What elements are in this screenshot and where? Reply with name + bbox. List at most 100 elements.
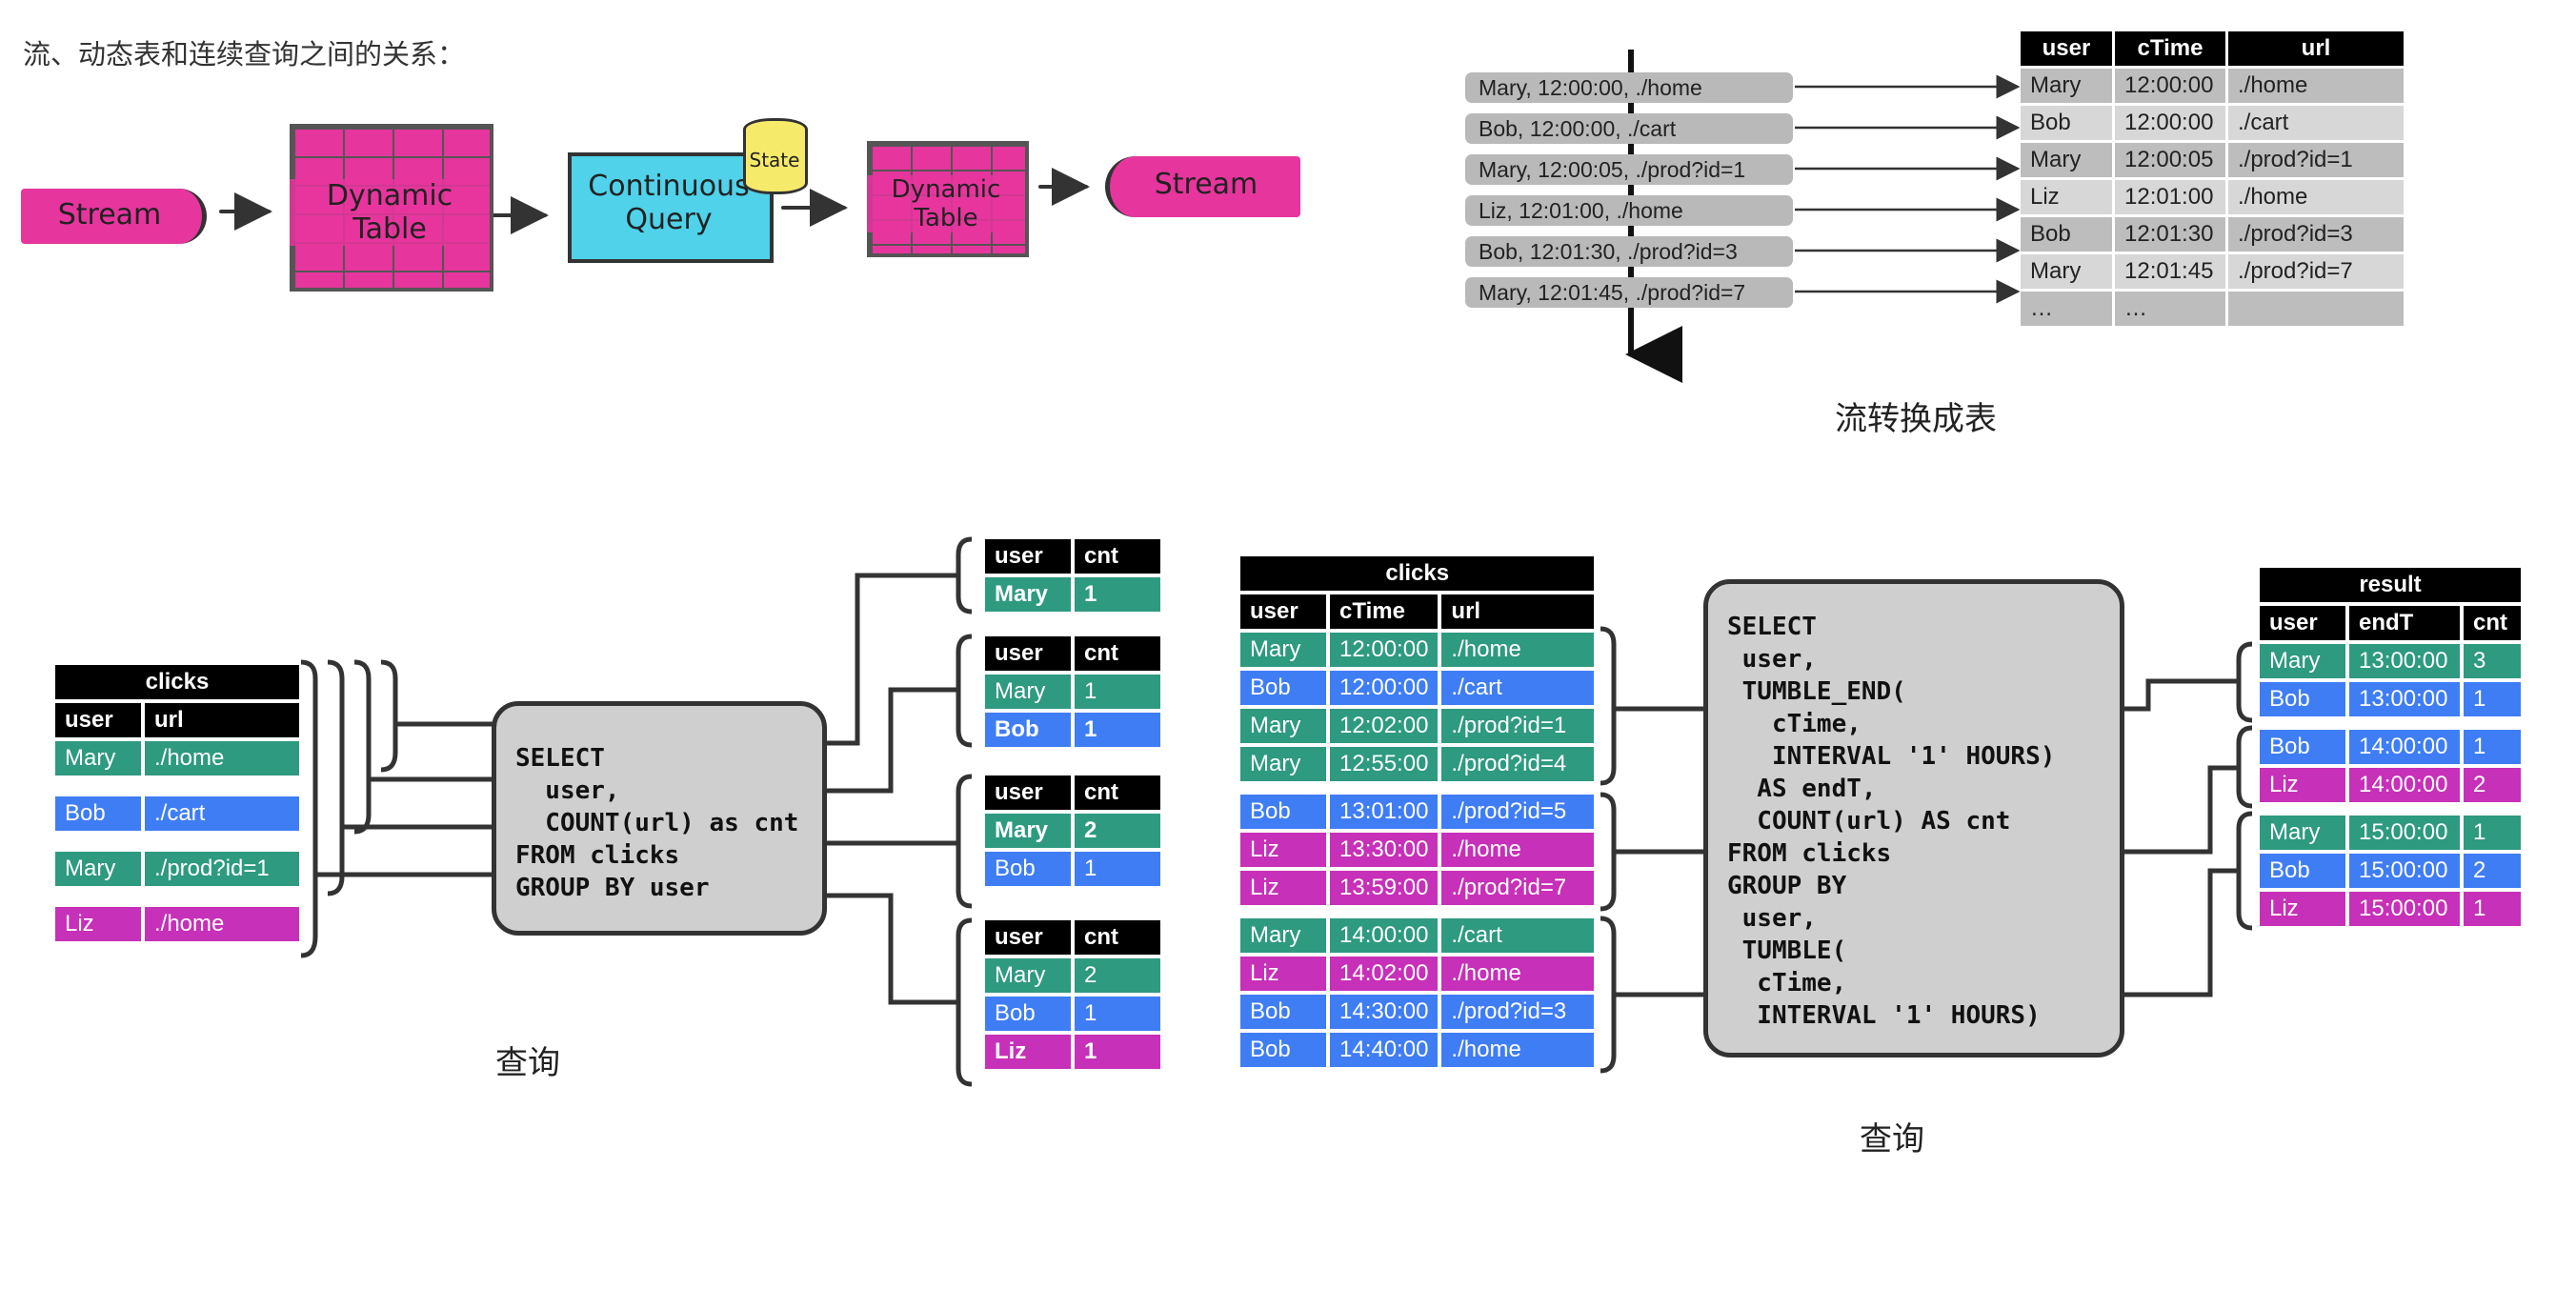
table-cell xyxy=(2260,806,2521,812)
table-cell: … xyxy=(2021,292,2112,326)
table-cell xyxy=(2228,292,2404,326)
table-cell: 12:00:00 xyxy=(1330,671,1439,705)
table-cell: Bob xyxy=(55,796,141,831)
table-cell: ./home xyxy=(1441,633,1595,667)
table-header-cell: cnt xyxy=(1075,920,1160,955)
table-cell: 1 xyxy=(2464,816,2521,850)
table-cell: 1 xyxy=(2464,892,2521,926)
table-cell: 1 xyxy=(2464,730,2521,764)
table-cell: 15:00:00 xyxy=(2349,892,2460,926)
table-cell: ./prod?id=1 xyxy=(1441,709,1595,743)
sketch-stream-out xyxy=(1105,156,1300,217)
sketch-stream-in xyxy=(21,189,207,244)
table-header-cell: url xyxy=(145,703,299,737)
table-cell: Liz xyxy=(2260,892,2345,926)
table-header-cell: user xyxy=(55,703,141,737)
table-cell: 12:01:45 xyxy=(2115,254,2225,289)
table-cell: 3 xyxy=(2464,644,2521,678)
table-cell: 13:59:00 xyxy=(1330,871,1439,905)
query2-caption: 查询 xyxy=(1860,1120,1924,1158)
table-cell: Bob xyxy=(1240,1033,1326,1067)
table-cell: Mary xyxy=(2021,69,2112,103)
stream-event: Bob, 12:00:00, ./cart xyxy=(1465,113,1793,144)
query1-sql-box: SELECT user, COUNT(url) as cnt FROM clic… xyxy=(492,701,827,936)
table-header-cell: result xyxy=(2260,568,2521,602)
sketch-state-label: State xyxy=(749,149,800,171)
table-cell: 15:00:00 xyxy=(2349,816,2460,850)
table-cell: ./prod?id=7 xyxy=(1441,871,1595,905)
table-cell: 1 xyxy=(1075,1035,1160,1069)
table-cell xyxy=(1240,785,1594,791)
table-cell: ./home xyxy=(2228,69,2404,103)
table-row: Bob./cart xyxy=(55,796,299,831)
table-cell: 2 xyxy=(2464,854,2521,888)
table-row: Mary./prod?id=1 xyxy=(55,852,299,886)
stream-to-table-caption: 流转换成表 xyxy=(1835,400,1997,438)
table-cell: Mary xyxy=(985,814,1071,848)
table-header-cell: user xyxy=(1240,594,1326,629)
table-cell xyxy=(55,779,299,793)
table-header-cell: cnt xyxy=(1075,636,1160,671)
table-header-cell: user xyxy=(2021,31,2112,66)
table-cell: Liz xyxy=(2021,180,2112,214)
table-cell: 1 xyxy=(1075,852,1160,886)
query2-sql-box: SELECT user, TUMBLE_END( cTime, INTERVAL… xyxy=(1703,579,2124,1057)
table-cell: Liz xyxy=(1240,833,1326,867)
table-cell: Mary xyxy=(55,852,141,886)
table-header-cell: cTime xyxy=(2115,31,2225,66)
table-cell: Bob xyxy=(985,997,1071,1031)
sketch-continuous-query xyxy=(568,152,774,263)
table-cell: 12:00:00 xyxy=(2115,106,2225,140)
page-heading: 流、动态表和连续查询之间的关系： xyxy=(23,38,466,70)
table-cell: Mary xyxy=(55,741,141,775)
table-cell: 14:40:00 xyxy=(1330,1033,1439,1067)
stream-event: Mary, 12:00:00, ./home xyxy=(1465,72,1793,103)
table-header-cell: user xyxy=(985,775,1071,810)
table-cell: 13:01:00 xyxy=(1330,795,1439,829)
table-cell: ./prod?id=5 xyxy=(1441,795,1595,829)
table-cell: 2 xyxy=(2464,768,2521,802)
table-cell: Liz xyxy=(55,907,141,941)
table-cell: Bob xyxy=(2021,217,2112,252)
table-cell: ./prod?id=7 xyxy=(2228,254,2404,289)
table-cell: ./home xyxy=(1441,957,1595,991)
table-cell: Mary xyxy=(2260,644,2345,678)
table-cell: ./home xyxy=(1441,1033,1595,1067)
table-cell: 14:30:00 xyxy=(1330,995,1439,1029)
table-cell: ./home xyxy=(1441,833,1595,867)
table-row: Mary./home xyxy=(55,741,299,775)
table-cell: 2 xyxy=(1075,814,1160,848)
table-cell: Bob xyxy=(1240,995,1326,1029)
table-header-cell: cnt xyxy=(2464,606,2521,640)
table-cell: Bob xyxy=(985,852,1071,886)
table-cell: 1 xyxy=(1075,577,1160,612)
table-cell: ./home xyxy=(2228,180,2404,214)
stream-event: Mary, 12:00:05, ./prod?id=1 xyxy=(1465,154,1793,185)
table-cell: Bob xyxy=(2260,854,2345,888)
table-cell: Mary xyxy=(1240,747,1326,781)
table-cell: ./prod?id=4 xyxy=(1441,747,1595,781)
table-row: Liz./home xyxy=(55,907,299,941)
table-cell: Mary xyxy=(1240,918,1326,953)
